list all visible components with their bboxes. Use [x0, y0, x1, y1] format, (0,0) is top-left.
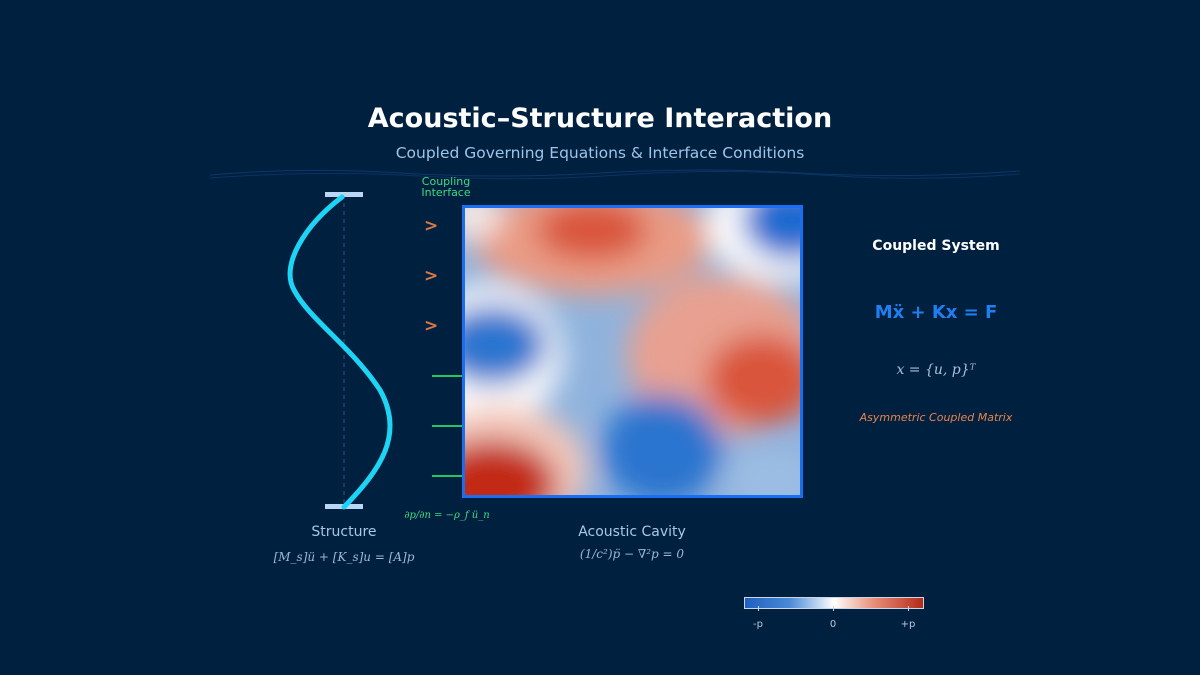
colorbar-tick-mark	[758, 606, 759, 611]
coupled-system-title: Coupled System	[872, 238, 1000, 254]
colorbar-tick-mark	[908, 606, 909, 611]
colorbar-tick-mark	[833, 606, 834, 611]
cavity-equation: (1/c²)p̈ − ∇²p = 0	[579, 547, 685, 561]
coupled-system-equation: Mẍ + Kx = F	[874, 302, 998, 323]
cavity-label: Acoustic Cavity	[578, 524, 686, 540]
acoustic-cavity-field	[462, 205, 803, 498]
pressure-arrow-icon: >	[424, 216, 439, 236]
structure-label: Structure	[311, 524, 377, 540]
beam-top-support	[325, 192, 363, 197]
interface-equation: ∂p/∂n = −ρ_f ü_n	[404, 510, 490, 521]
page-subtitle: Coupled Governing Equations & Interface …	[395, 144, 805, 162]
beam-mode-shape	[287, 194, 393, 510]
structure-beam	[287, 192, 393, 510]
cavity-border	[462, 205, 803, 498]
pressure-arrow-icon: >	[424, 266, 439, 286]
pressure-colorbar	[744, 597, 924, 609]
page-title: Acoustic–Structure Interaction	[367, 103, 833, 134]
colorbar-tick-label: -p	[753, 619, 763, 630]
header-wave	[209, 169, 1021, 180]
state-vector-definition: x = {u, p}ᵀ	[896, 362, 976, 378]
pressure-arrow-icon: >	[424, 316, 439, 336]
colorbar-tick-label: 0	[829, 619, 837, 630]
colorbar-tick-label: +p	[900, 619, 916, 630]
coupling-interface-label: Coupling Interface	[421, 175, 471, 199]
coupled-matrix-note: Asymmetric Coupled Matrix	[859, 411, 1013, 424]
structure-equation: [M_s]ü + [K_s]u = [A]p	[273, 550, 415, 564]
